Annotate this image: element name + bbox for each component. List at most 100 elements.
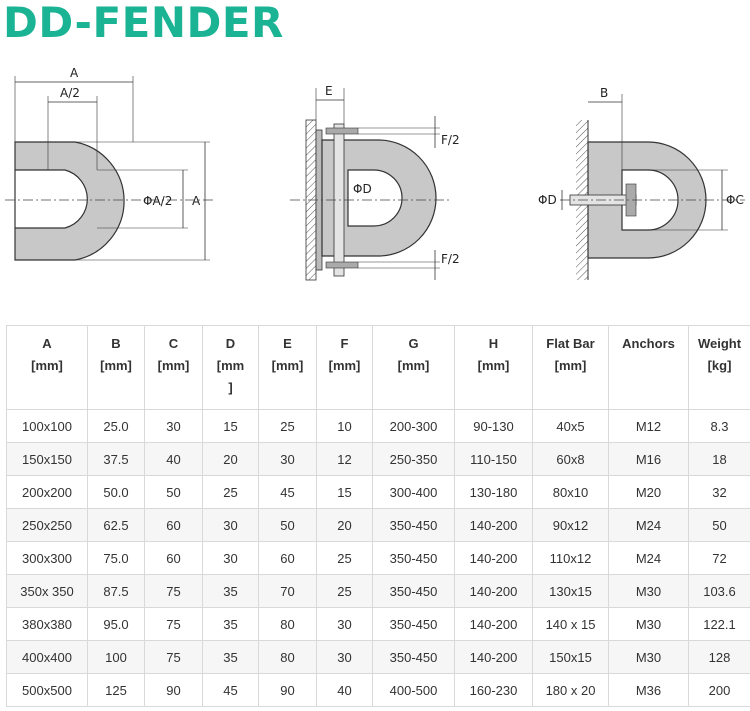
table-cell: 200 <box>688 673 750 707</box>
dim-f-half-top-label: F/2 <box>441 133 460 147</box>
table-cell: 100 <box>87 640 145 674</box>
specification-table: A[mm] B[mm] C[mm] D[mm] E[mm] F[mm] G[mm… <box>6 325 750 707</box>
table-cell: 100x100 <box>6 409 88 443</box>
table-cell: 87.5 <box>87 574 145 608</box>
table-cell: 140-200 <box>454 541 533 575</box>
table-cell: 25 <box>316 574 373 608</box>
table-cell: 180 x 20 <box>532 673 609 707</box>
table-cell: 60x8 <box>532 442 609 476</box>
table-cell: 80 <box>258 640 317 674</box>
table-cell: 75 <box>144 640 203 674</box>
table-cell: 128 <box>688 640 750 674</box>
table-cell: 75.0 <box>87 541 145 575</box>
table-cell: 40 <box>316 673 373 707</box>
table-cell: 90 <box>258 673 317 707</box>
dim-phi-d-middle-label: ΦD <box>353 182 372 196</box>
table-cell: M12 <box>608 409 689 443</box>
table-cell: 35 <box>202 607 259 641</box>
dim-a-vertical-label: A <box>192 194 201 208</box>
table-cell: 30 <box>144 409 203 443</box>
table-cell: 40 <box>144 442 203 476</box>
table-cell: 400-500 <box>372 673 455 707</box>
table-cell: 350-450 <box>372 508 455 542</box>
table-cell: 25 <box>316 541 373 575</box>
table-cell: 50.0 <box>87 475 145 509</box>
table-cell: 95.0 <box>87 607 145 641</box>
table-cell: M24 <box>608 541 689 575</box>
dim-a-half-label: A/2 <box>60 86 80 100</box>
table-cell: 140 x 15 <box>532 607 609 641</box>
table-cell: 80 <box>258 607 317 641</box>
dim-phi-a-half-label: ΦA/2 <box>143 194 172 208</box>
table-cell: 400x400 <box>6 640 88 674</box>
table-cell: 18 <box>688 442 750 476</box>
page-title: DD-FENDER <box>3 0 284 47</box>
table-cell: 30 <box>316 640 373 674</box>
table-cell: 350-450 <box>372 541 455 575</box>
table-cell: M16 <box>608 442 689 476</box>
table-cell: 350x 350 <box>6 574 88 608</box>
table-cell: 37.5 <box>87 442 145 476</box>
table-cell: 140-200 <box>454 508 533 542</box>
table-cell: 60 <box>144 541 203 575</box>
table-cell: 45 <box>202 673 259 707</box>
table-cell: 30 <box>202 541 259 575</box>
table-cell: 25.0 <box>87 409 145 443</box>
header-h: H[mm] <box>454 325 533 410</box>
table-cell: 380x380 <box>6 607 88 641</box>
table-cell: 30 <box>258 442 317 476</box>
table-cell: 130-180 <box>454 475 533 509</box>
table-cell: 35 <box>202 640 259 674</box>
fender-profile-left <box>14 141 125 261</box>
header-b: B[mm] <box>87 325 145 410</box>
table-cell: 80x10 <box>532 475 609 509</box>
table-cell: 20 <box>316 508 373 542</box>
table-cell: 75 <box>144 607 203 641</box>
table-cell: M30 <box>608 607 689 641</box>
table-cell: 12 <box>316 442 373 476</box>
dim-f-half-bottom-label: F/2 <box>441 252 460 266</box>
header-c: C[mm] <box>144 325 203 410</box>
table-cell: 110-150 <box>454 442 533 476</box>
dim-a-label: A <box>70 66 79 80</box>
header-weight: Weight[kg] <box>688 325 750 410</box>
table-cell: 20 <box>202 442 259 476</box>
table-cell: 122.1 <box>688 607 750 641</box>
header-g: G[mm] <box>372 325 455 410</box>
table-cell: 8.3 <box>688 409 750 443</box>
table-cell: 300-400 <box>372 475 455 509</box>
side-view-right: B ΦD ΦC <box>538 86 745 280</box>
table-cell: 25 <box>202 475 259 509</box>
table-cell: 25 <box>258 409 317 443</box>
table-cell: 75 <box>144 574 203 608</box>
fender-profile-right <box>587 141 707 259</box>
dim-phi-d-right-label: ΦD <box>538 193 557 207</box>
header-f: F[mm] <box>316 325 373 410</box>
dim-phi-c-label: ΦC <box>726 193 744 207</box>
table-cell: 50 <box>688 508 750 542</box>
table-cell: M30 <box>608 574 689 608</box>
table-cell: 130x15 <box>532 574 609 608</box>
table-cell: 125 <box>87 673 145 707</box>
table-cell: 45 <box>258 475 317 509</box>
table-cell: 35 <box>202 574 259 608</box>
table-cell: 62.5 <box>87 508 145 542</box>
side-view-left: A A/2 ΦA/2 A <box>5 66 215 261</box>
header-anchors: Anchors <box>608 325 689 410</box>
table-cell: 32 <box>688 475 750 509</box>
table-cell: 150x150 <box>6 442 88 476</box>
table-cell: 103.6 <box>688 574 750 608</box>
table-cell: 350-450 <box>372 574 455 608</box>
table-cell: M36 <box>608 673 689 707</box>
table-cell: 90x12 <box>532 508 609 542</box>
header-flat-bar: Flat Bar[mm] <box>532 325 609 410</box>
table-cell: 15 <box>202 409 259 443</box>
table-cell: 500x500 <box>6 673 88 707</box>
table-header-row: A[mm] B[mm] C[mm] D[mm] E[mm] F[mm] G[mm… <box>6 325 750 410</box>
